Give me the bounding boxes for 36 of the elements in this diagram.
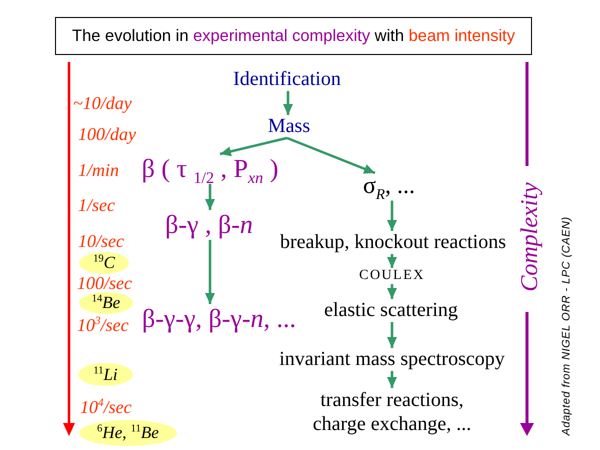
step-label: β-γ-γ, β-γ-n, ... <box>142 304 296 334</box>
rate-label: ~10/day <box>73 94 132 112</box>
rate-label: 1/min <box>78 162 120 178</box>
arrow <box>283 91 293 115</box>
step-label: breakup, knockout reactions <box>280 231 506 254</box>
rate-label: 10/sec <box>78 232 124 250</box>
step-label: Identification <box>233 68 341 91</box>
arrow <box>387 371 397 388</box>
step-label: invariant mass spectroscopy <box>279 348 505 371</box>
rate-label: 100/day <box>78 126 136 142</box>
rate-label: 10$^{3}$/sec <box>77 316 129 334</box>
title-banner: The evolution in experimental complexity with beam intensity <box>55 17 532 55</box>
step-label: β ( τ $_{1/2}$ , P$_{xn}$ ) <box>142 154 278 184</box>
rate-label: 10$^{4}$/sec <box>80 398 132 416</box>
credit-note: Adapted from NIGEL ORR - LPC (CAEN) <box>562 216 572 436</box>
arrow <box>286 136 376 174</box>
axis-label: Complexity <box>518 182 542 292</box>
arrow <box>387 322 397 348</box>
arrow <box>387 254 397 268</box>
arrow <box>387 284 397 299</box>
step-label: β-γ , β-n <box>165 210 253 240</box>
step-label: COULEX <box>359 268 425 284</box>
arrow <box>205 184 215 210</box>
arrow <box>220 136 288 156</box>
arrow <box>205 240 215 304</box>
rate-label: 1/sec <box>78 196 115 214</box>
step-label: transfer reactions, charge exchange, ... <box>306 388 478 436</box>
step-label: Mass <box>268 115 310 138</box>
step-label: σ$_{R}$, ... <box>362 173 416 201</box>
rate-label: 100/sec <box>77 274 132 292</box>
step-label: elastic scattering <box>324 299 458 322</box>
nucleus-ellipse: $^{14}$Be <box>79 292 133 314</box>
nucleus-ellipse: $^{6}$He, $^{11}$Be <box>79 420 177 446</box>
nucleus-ellipse: $^{11}$Li <box>78 363 133 386</box>
arrow <box>387 200 397 231</box>
nucleus-ellipse: $^{19}$C <box>79 252 129 274</box>
